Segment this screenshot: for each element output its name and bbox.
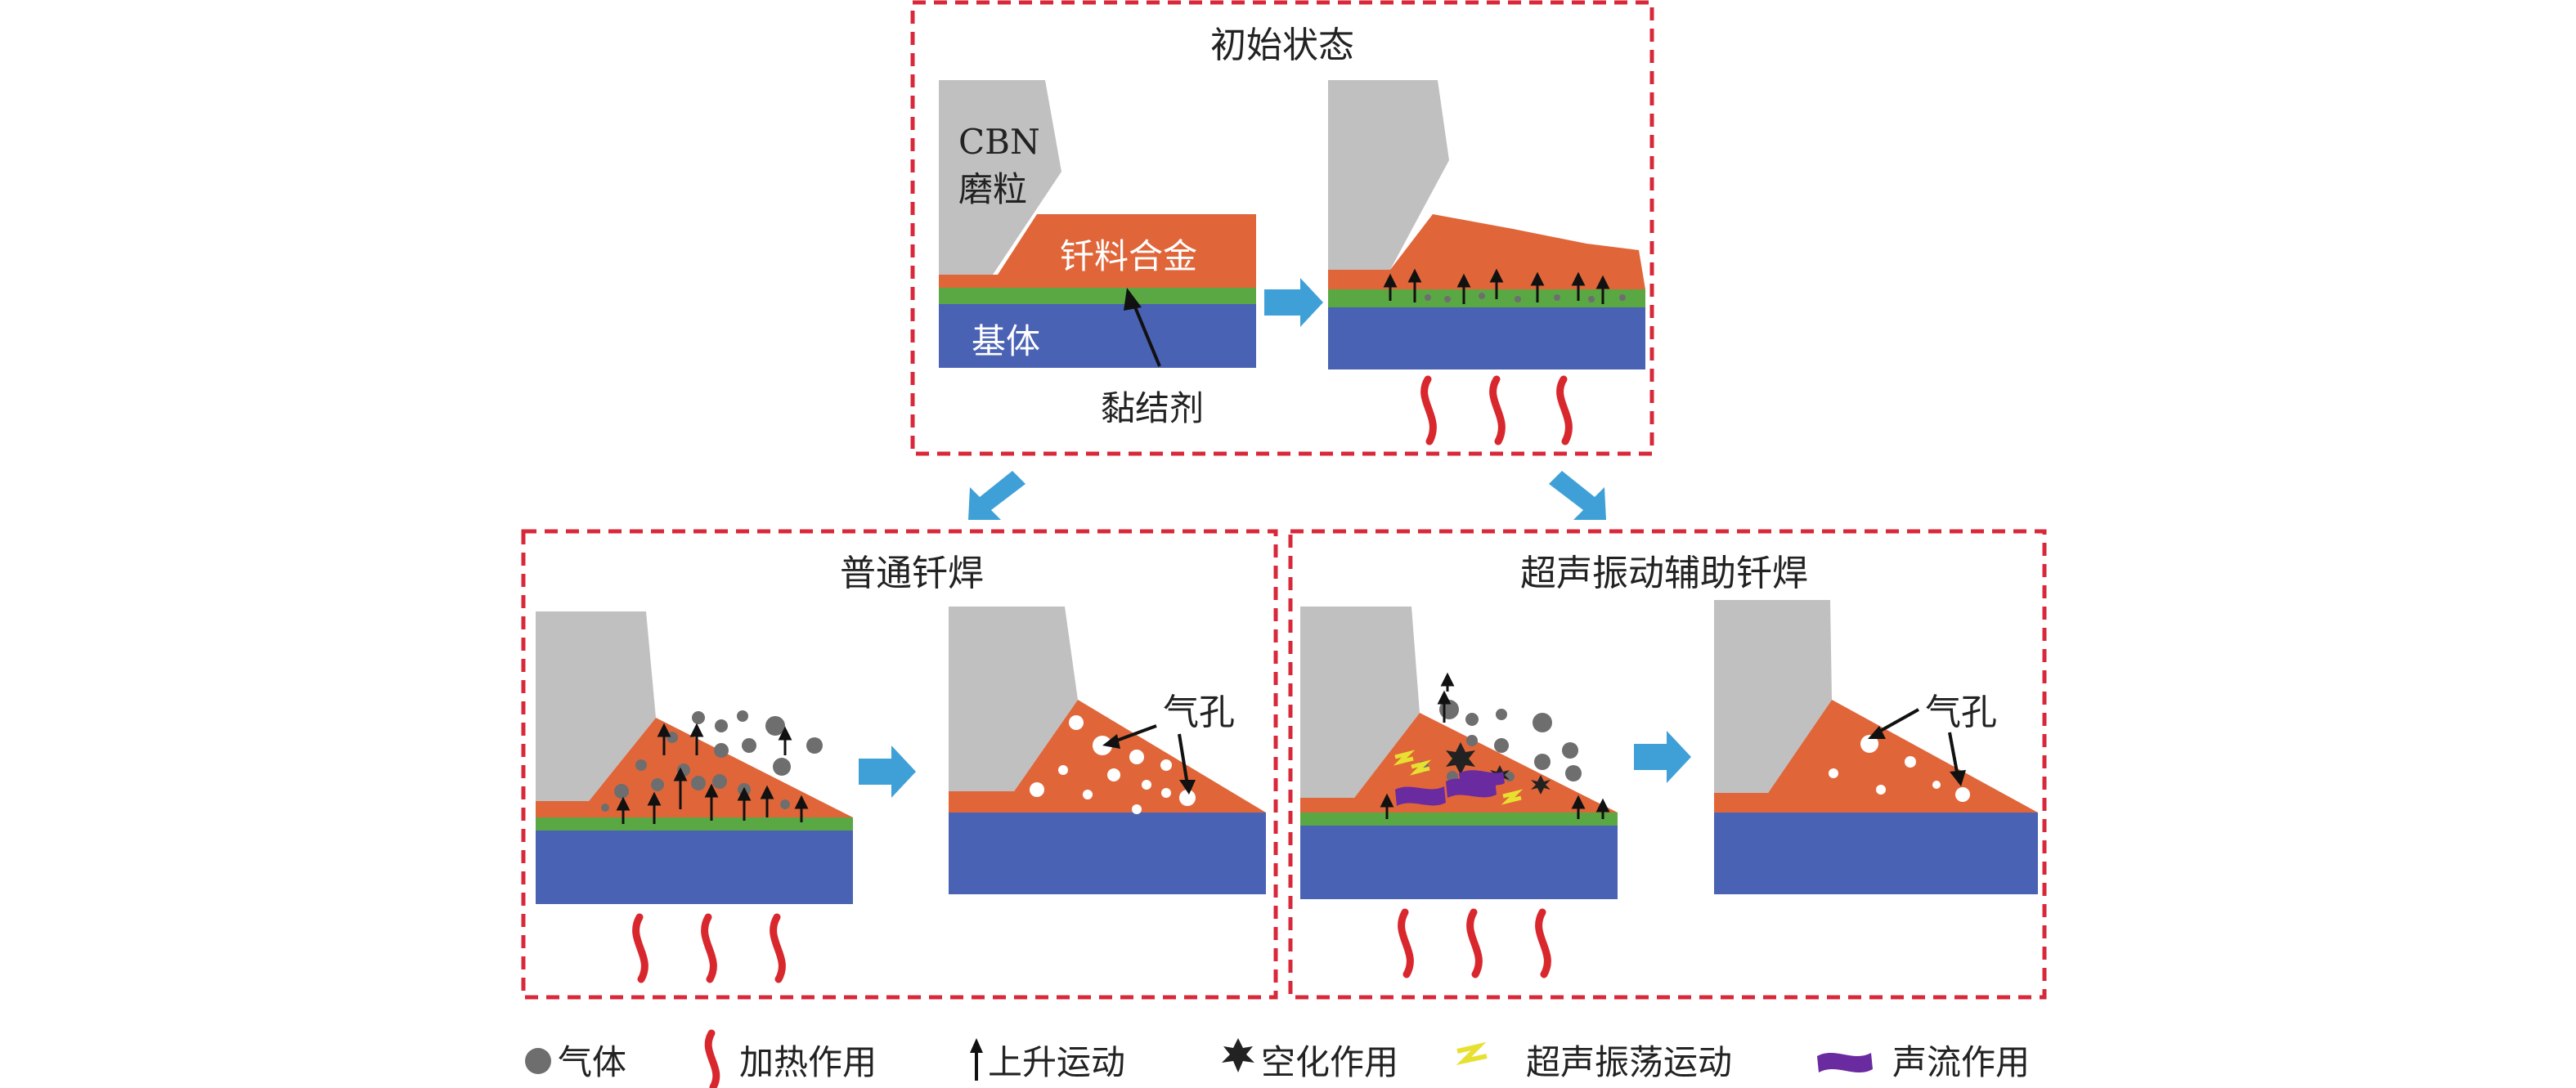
cbn-grit	[1300, 607, 1420, 798]
pore-pointer-head	[1102, 734, 1120, 749]
binder-layer	[1328, 289, 1645, 307]
pore-pointer	[1178, 733, 1189, 786]
gas-bubble-icon	[525, 1048, 551, 1074]
filler-alloy-fillet	[1714, 700, 2038, 813]
acoustic-streaming-icon	[1395, 770, 1505, 806]
substrate-layer	[536, 829, 853, 904]
filler-alloy-label: 钎料合金	[1060, 236, 1197, 276]
cbn-grit	[949, 607, 1078, 791]
initial-state-frame	[910, 0, 1654, 456]
gas-dots	[1425, 293, 1626, 302]
heating-icon	[632, 913, 786, 983]
cavitation-icon	[1222, 1038, 1254, 1072]
normal-brazing-title: 普通钎焊	[840, 553, 984, 594]
up-arrow-head	[970, 1038, 983, 1053]
flow-arrow-ultrasonic	[1634, 731, 1691, 783]
ultrasonic-oscillation-icon	[1393, 750, 1524, 805]
legend-label-oscillation: 超声振荡运动	[1526, 1042, 1732, 1082]
flow-arrow-initial	[1264, 278, 1323, 327]
panel-ultrasonic-during	[1300, 607, 1618, 978]
ultrasonic-brazing-frame	[1288, 529, 2047, 1000]
cbn-label: CBN	[958, 122, 1040, 162]
flow-arrow-normal	[859, 745, 916, 798]
panel-ultrasonic-after: 气孔	[1714, 600, 2038, 894]
acoustic-streaming-icon	[1817, 1053, 1873, 1072]
legend-label-cavitation: 空化作用	[1261, 1042, 1398, 1082]
rising-arrows	[1383, 268, 1610, 304]
flow-arrow-to-ultrasonic	[1549, 471, 1606, 520]
flow-arrow-to-normal	[968, 471, 1025, 520]
normal-brazing-frame	[521, 529, 1278, 1000]
pores	[1030, 715, 1196, 814]
substrate-layer	[939, 302, 1256, 368]
legend-label-rising: 上升运动	[988, 1042, 1125, 1082]
pore-pointer	[1111, 724, 1157, 744]
legend-label-streaming: 声流作用	[1892, 1042, 2030, 1082]
panel-normal-during	[536, 611, 853, 983]
binder-layer	[1300, 813, 1618, 826]
heating-icon	[1420, 375, 1573, 445]
pore-label: 气孔	[1163, 692, 1235, 733]
filler-alloy-layer	[1328, 214, 1645, 289]
pore-label: 气孔	[1925, 692, 1997, 733]
substrate-layer	[1328, 307, 1645, 369]
legend-label-gas: 气体	[558, 1042, 626, 1082]
filler-alloy-block	[939, 214, 1256, 288]
initial-state-title: 初始状态	[1210, 25, 1354, 66]
substrate-layer	[1714, 813, 2038, 894]
pore-pointer	[1948, 732, 1959, 777]
binder-pointer	[1130, 298, 1161, 367]
pores	[1829, 735, 1970, 802]
rising-arrows	[616, 723, 809, 824]
substrate-layer	[1300, 824, 1618, 899]
grit-label: 磨粒	[958, 169, 1027, 209]
panel-initial-before: CBN 磨粒 钎料合金 基体 黏结剂	[939, 80, 1256, 428]
substrate-label: 基体	[972, 321, 1040, 361]
binder-layer	[536, 817, 853, 831]
panel-normal-after: 气孔	[949, 607, 1266, 894]
ultrasonic-oscillation-icon	[1456, 1041, 1488, 1066]
pore-pointer-head	[1868, 726, 1886, 739]
binder-pointer-head	[1124, 288, 1142, 311]
cbn-grit	[1714, 600, 1832, 793]
legend-label-heating: 加热作用	[739, 1042, 877, 1082]
pore-pointer-head	[1950, 770, 1966, 786]
cbn-grit	[1328, 80, 1449, 270]
rising-arrows	[1380, 672, 1610, 819]
binder-label: 黏结剂	[1101, 388, 1204, 428]
pore-pointer	[1877, 708, 1919, 734]
cbn-grit	[939, 80, 1061, 275]
binder-layer	[939, 288, 1256, 304]
cbn-grit	[536, 611, 656, 801]
heating-icon	[1398, 908, 1551, 978]
legend: 气体 加热作用 上升运动 空化作用 超声振荡运动 声流作用	[525, 1029, 2030, 1088]
heating-icon	[704, 1029, 720, 1088]
ultrasonic-brazing-title: 超声振动辅助钎焊	[1520, 553, 1808, 594]
panel-initial-after	[1328, 80, 1645, 445]
substrate-layer	[949, 813, 1266, 894]
pore-pointer-head	[1179, 780, 1196, 795]
